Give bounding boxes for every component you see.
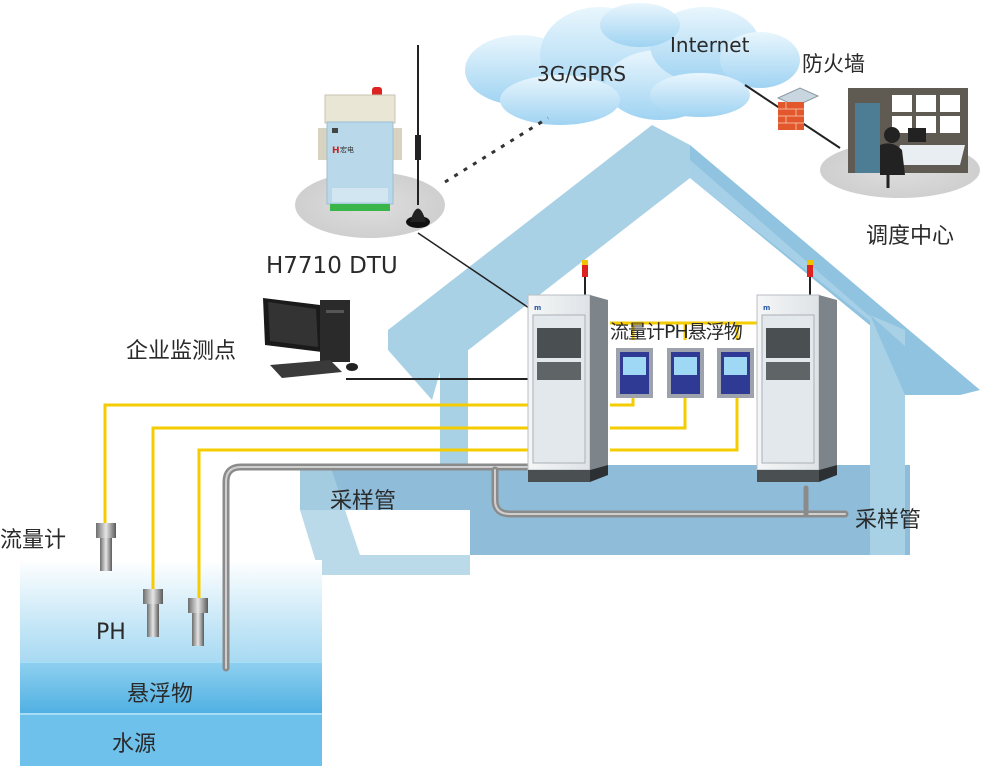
flowmeter-panel [616,348,653,398]
dtu-cabinet-link [417,232,533,311]
sampling-pipes [222,463,849,672]
cloud-label-3g-gprs: 3G/GPRS [537,62,627,86]
cloud-label-internet: Internet [670,33,750,57]
internet-cloud [465,3,800,125]
water-source-label: 水源 [112,732,157,757]
sampling-pipe-label-left: 采样管 [330,489,397,514]
monitoring-cabinet-2: m [756,260,837,482]
dispatch-center-icon [820,88,980,198]
wireless-link [444,116,549,184]
sampling-pipe-label-right: 采样管 [855,508,922,533]
signal-wires [103,321,760,600]
house-structure [300,125,980,575]
ph-label: PH [96,620,126,645]
dispatch-center-label: 调度中心 [866,224,955,249]
flowmeter-label: 流量计 [0,528,67,553]
flowmeter-probe [96,523,116,571]
firewall-icon [776,87,820,130]
svg-text:m: m [763,304,770,312]
computer-icon [263,298,358,378]
monitoring-cabinet-1: m [527,260,608,482]
dtu-label: H7710 DTU [266,253,398,279]
antenna-icon [406,45,430,228]
monitor-point-label: 企业监测点 [126,339,237,364]
ph-panel [667,348,704,398]
svg-text:H: H [332,146,340,156]
suspended-solids-probe [188,598,208,646]
firewall-label: 防火墙 [802,52,865,76]
ph-probe [143,589,163,637]
svg-text:m: m [534,304,541,312]
water-tank [20,560,322,766]
instruments-label: 流量计PH悬浮物 [610,321,743,343]
suspended-solids-label: 悬浮物 [127,682,194,707]
dtu-brand: 宏电 [340,145,354,154]
suspended-solids-panel [717,348,754,398]
